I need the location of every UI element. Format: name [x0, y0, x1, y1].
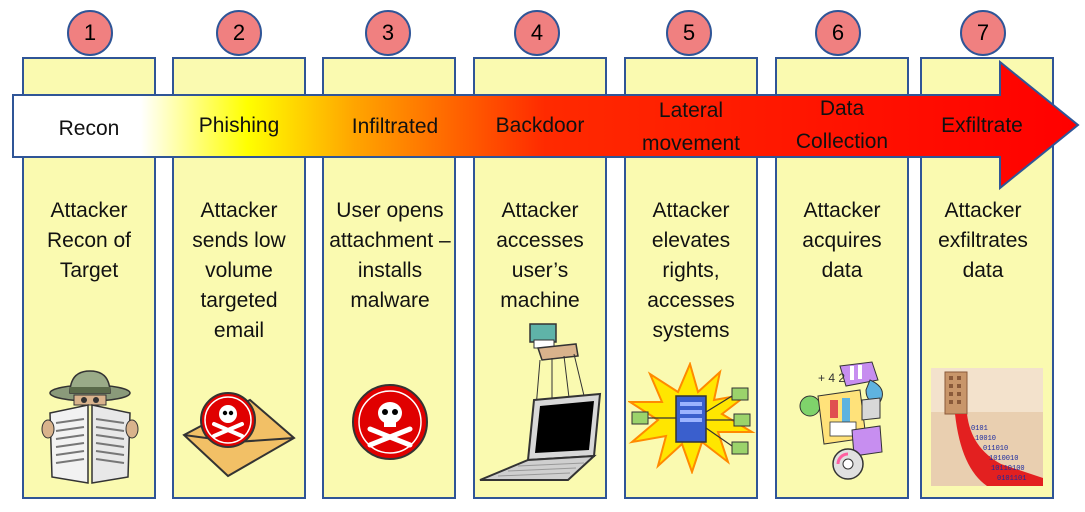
data-collage-icon: + 4 2 — [799, 361, 883, 480]
network-explosion-icon — [628, 362, 756, 474]
spy-newspaper-icon — [41, 370, 139, 484]
stage-description-3: User opens attachment – installs malware — [329, 199, 451, 312]
stage-description-2: Attacker sends low volume targeted email — [192, 199, 286, 342]
stage-description-6: Attacker acquires data — [802, 199, 882, 282]
svg-text:011010: 011010 — [983, 445, 1008, 453]
stage-description-4: Attacker accesses user’s machine — [496, 199, 584, 312]
stage-label-2: Phishing — [198, 114, 280, 137]
svg-text:0101101: 0101101 — [997, 475, 1026, 483]
stage-label-5: Lateral movement — [641, 99, 741, 155]
stage-number-1: 1 — [67, 10, 113, 56]
stage-description-1: Attacker Recon of Target — [46, 199, 132, 282]
svg-text:+ 4 2: + 4 2 — [818, 371, 845, 385]
binary-road-icon: 0101 10010 011010 1010010 10110100 01011… — [931, 368, 1043, 486]
skull-envelope-icon — [182, 392, 296, 478]
stage-number-7: 7 — [960, 10, 1006, 56]
puppet-laptop-icon — [479, 323, 602, 481]
svg-text:10010: 10010 — [975, 435, 996, 443]
stage-label-4: Backdoor — [495, 114, 585, 137]
stage-description-7: Attacker exfiltrates data — [938, 199, 1028, 282]
stage-number-4: 4 — [514, 10, 560, 56]
stage-description-5: Attacker elevates rights, accesses syste… — [647, 199, 735, 342]
stage-label-1: Recon — [58, 117, 120, 140]
stage-number-5: 5 — [666, 10, 712, 56]
stage-label-6: Data Collection — [795, 97, 889, 153]
stage-number-3: 3 — [365, 10, 411, 56]
stage-label-7: Exfiltrate — [941, 114, 1023, 137]
stage-number-6: 6 — [815, 10, 861, 56]
stage-number-2: 2 — [216, 10, 262, 56]
skull-crossbones-icon — [352, 384, 428, 460]
svg-text:10110100: 10110100 — [991, 465, 1025, 473]
svg-text:0101: 0101 — [971, 425, 988, 433]
stage-label-3: Infiltrated — [351, 115, 439, 138]
svg-text:1010010: 1010010 — [989, 455, 1018, 463]
